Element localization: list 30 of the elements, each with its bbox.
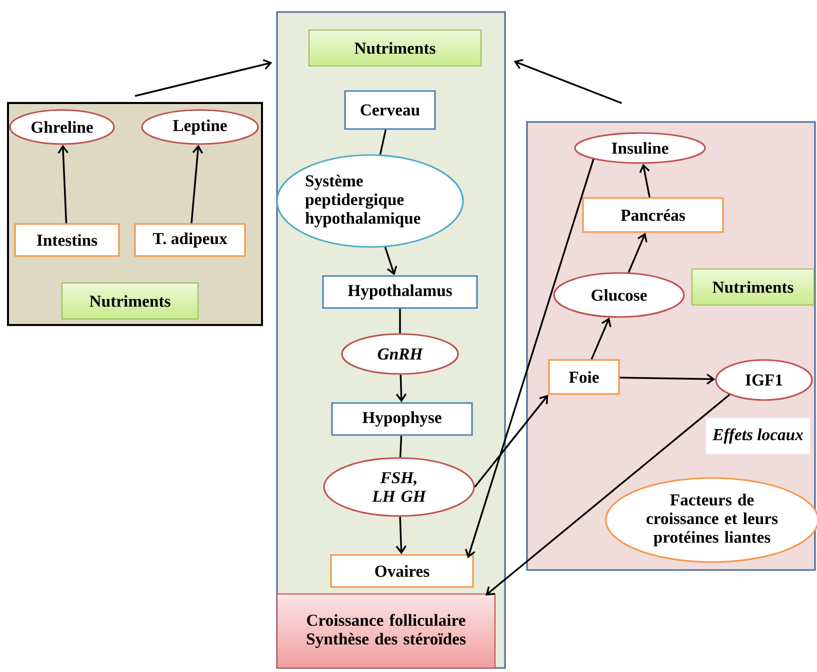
arrow xyxy=(464,158,594,558)
arrow xyxy=(514,58,622,104)
arrow xyxy=(628,232,648,273)
organ-box: Pancréas xyxy=(582,197,724,233)
organ-box: Foie xyxy=(548,359,620,395)
arrow xyxy=(396,516,406,554)
organ-box: Intestins xyxy=(14,223,120,257)
outcome-box: Croissance folliculaire Synthèse des stéroïdes xyxy=(276,593,496,669)
arrow xyxy=(474,394,548,488)
connector-line xyxy=(379,130,386,155)
nutrient-box: Nutriments xyxy=(691,268,815,306)
arrow xyxy=(190,144,204,224)
connector-line xyxy=(399,308,401,334)
organ-box: Cerveau xyxy=(344,90,436,130)
nutrient-box: Nutriments xyxy=(61,282,199,320)
organ-box: Ovaires xyxy=(330,554,474,588)
organ-box: Hypothalamus xyxy=(322,275,478,309)
arrow xyxy=(134,59,272,97)
arrow xyxy=(639,164,650,198)
arrow xyxy=(384,246,398,276)
organ-box: Hypophyse xyxy=(331,402,473,436)
note-box: Effets locaux xyxy=(706,418,810,454)
arrow xyxy=(590,318,612,360)
arrow xyxy=(58,144,68,224)
arrow xyxy=(396,374,407,402)
connector-line xyxy=(399,436,402,458)
nutrient-box: Nutriments xyxy=(308,29,482,67)
organ-box: T. adipeux xyxy=(134,223,246,257)
arrow xyxy=(620,374,716,384)
arrow xyxy=(486,394,730,596)
